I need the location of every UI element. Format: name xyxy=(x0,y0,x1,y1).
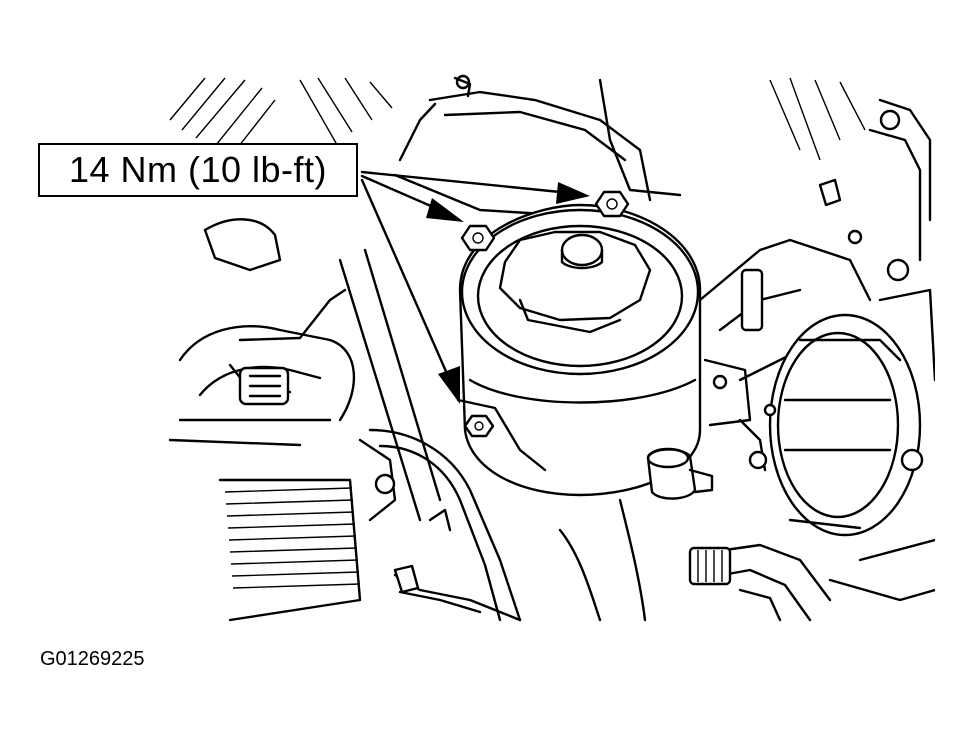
torque-spec-callout: 14 Nm (10 lb-ft) xyxy=(38,143,358,197)
misc-fasteners xyxy=(428,178,863,532)
arrowhead-right-bolt xyxy=(556,182,590,204)
mounting-bolts xyxy=(456,190,630,472)
mounting-bracket xyxy=(393,74,682,217)
pump-pulley xyxy=(768,313,922,537)
power-steering-pump xyxy=(698,238,872,472)
bolt-lower xyxy=(463,414,495,438)
hose-clamp xyxy=(646,447,714,500)
torque-spec-label: 14 Nm (10 lb-ft) xyxy=(68,149,328,190)
background-hatching xyxy=(169,77,866,161)
leader-line-right-bolt xyxy=(360,170,562,194)
leader-line-left-bolt xyxy=(360,174,442,212)
engine-right-side xyxy=(828,98,935,602)
lower-right-hose xyxy=(688,543,832,622)
callout-leaders xyxy=(360,170,590,404)
reservoir-cap xyxy=(498,230,652,334)
bolt-left xyxy=(460,224,496,252)
bolt-right xyxy=(594,190,630,218)
arrowhead-left-bolt xyxy=(426,198,464,222)
pressure-lines xyxy=(368,428,647,622)
frame-rails xyxy=(168,248,442,522)
leader-line-lower-bolt xyxy=(360,178,450,378)
arrowhead-lower-bolt xyxy=(438,366,460,404)
figure-id-label: G01269225 xyxy=(40,648,145,670)
left-hose xyxy=(178,218,356,422)
oil-cooler xyxy=(218,438,397,622)
